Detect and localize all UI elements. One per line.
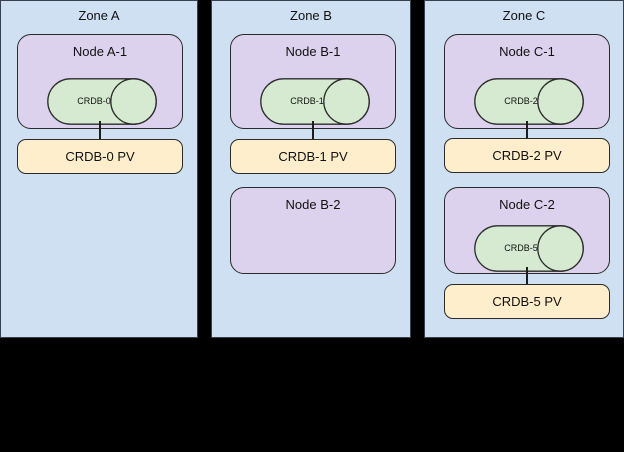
database-cylinder-icon — [47, 78, 157, 125]
zone-b[interactable]: Zone B Node B-1 CRDB-1 CRDB-1 PV Node B-… — [211, 0, 411, 338]
connector-node-b-1-to-crdb-1-pv — [312, 121, 314, 143]
connector-node-c-2-to-crdb-5-pv — [526, 267, 528, 288]
node-c-1-title: Node C-1 — [499, 44, 555, 59]
database-crdb-1[interactable]: CRDB-1 — [260, 78, 370, 125]
zone-c[interactable]: Zone C Node C-1 CRDB-2 CRDB-2 PV Node C-… — [424, 0, 624, 338]
database-crdb-5[interactable]: CRDB-5 — [474, 225, 584, 272]
node-b-1[interactable]: Node B-1 CRDB-1 — [230, 34, 396, 129]
volume-crdb-5-pv[interactable]: CRDB-5 PV — [444, 284, 610, 319]
database-crdb-0[interactable]: CRDB-0 — [47, 78, 157, 125]
volume-crdb-0-pv-label: CRDB-0 PV — [65, 148, 135, 164]
volume-crdb-2-pv[interactable]: CRDB-2 PV — [444, 138, 610, 173]
connector-node-a-1-to-crdb-0-pv — [99, 121, 101, 143]
volume-crdb-2-pv-label: CRDB-2 PV — [492, 147, 562, 163]
node-b-2[interactable]: Node B-2 — [230, 187, 396, 274]
volume-crdb-1-pv[interactable]: CRDB-1 PV — [230, 139, 396, 174]
node-a-1-title: Node A-1 — [72, 44, 128, 59]
node-a-1[interactable]: Node A-1 CRDB-0 — [17, 34, 183, 129]
node-c-2-title: Node C-2 — [499, 197, 555, 212]
zone-a-title: Zone A — [78, 8, 120, 23]
volume-crdb-5-pv-label: CRDB-5 PV — [492, 293, 562, 309]
node-c-1[interactable]: Node C-1 CRDB-2 — [444, 34, 610, 129]
node-c-2[interactable]: Node C-2 CRDB-5 — [444, 187, 610, 274]
volume-crdb-1-pv-label: CRDB-1 PV — [278, 148, 348, 164]
volume-crdb-0-pv[interactable]: CRDB-0 PV — [17, 139, 183, 174]
database-cylinder-icon — [474, 78, 584, 125]
database-crdb-2[interactable]: CRDB-2 — [474, 78, 584, 125]
zone-c-title: Zone C — [502, 8, 546, 23]
node-b-2-title: Node B-2 — [285, 197, 341, 212]
node-b-1-title: Node B-1 — [285, 44, 341, 59]
connector-node-c-1-to-crdb-2-pv — [526, 121, 528, 143]
database-cylinder-icon — [474, 225, 584, 272]
zone-b-title: Zone B — [290, 8, 332, 23]
database-cylinder-icon — [260, 78, 370, 125]
zone-a[interactable]: Zone A Node A-1 CRDB-0 CRDB-0 PV — [0, 0, 198, 338]
